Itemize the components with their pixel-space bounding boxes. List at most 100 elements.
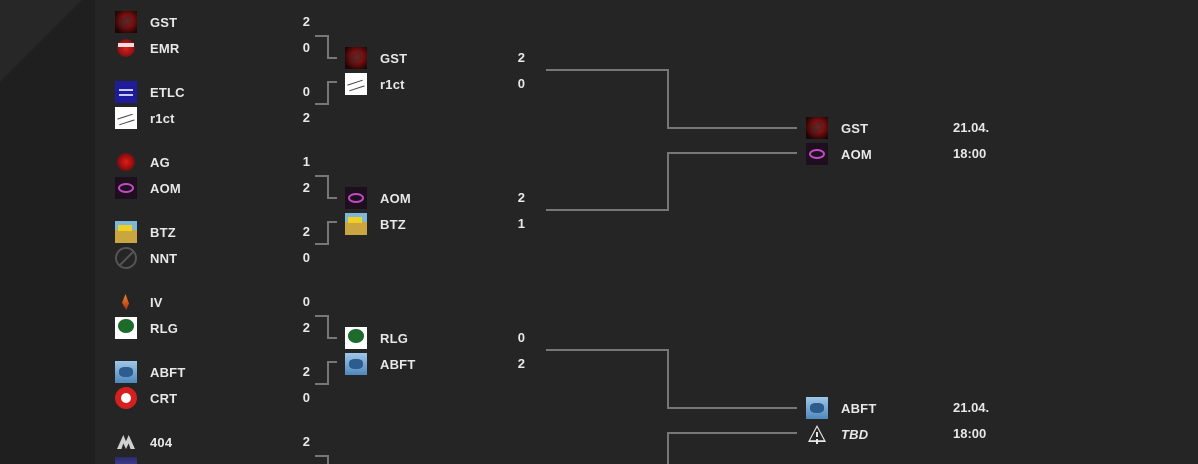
team-code: r1ct	[150, 110, 175, 126]
round1-team-row[interactable]: GST 2	[115, 10, 310, 34]
connector-r1-m1	[315, 35, 337, 59]
team-code: GST	[150, 14, 178, 30]
team-code: ABFT	[841, 400, 877, 416]
emr-logo-icon	[115, 37, 137, 59]
team-score: 2	[302, 180, 310, 195]
aom-logo-icon	[345, 187, 367, 209]
round1-team-row[interactable]: NNT 0	[115, 246, 310, 270]
gst-logo-icon	[345, 47, 367, 69]
team-score: 1	[302, 154, 310, 169]
connector-r1-m7	[315, 455, 329, 464]
team-code: AOM	[380, 190, 411, 206]
team-score: 0	[517, 76, 525, 91]
team-score: 2	[517, 356, 525, 371]
round1-team-row[interactable]: BTZ 2	[115, 220, 310, 244]
team-code: GST	[841, 120, 869, 136]
team-code: RLG	[380, 330, 409, 346]
round2-team-row[interactable]: ABFT 2	[345, 352, 525, 376]
team-code: IV	[150, 294, 163, 310]
404-logo-icon	[115, 431, 137, 453]
connector-r2-bottom	[667, 432, 797, 464]
round1-team-row[interactable]: r1ct 2	[115, 106, 310, 130]
round3-team-row-tbd[interactable]: TBD 18:00	[806, 422, 986, 446]
rlg-logo-icon	[115, 317, 137, 339]
connector-r2-mid	[546, 152, 797, 211]
team-score: 0	[302, 390, 310, 405]
btz-logo-icon	[345, 213, 367, 235]
btz-logo-icon	[115, 221, 137, 243]
abft-logo-icon	[345, 353, 367, 375]
round1-team-row[interactable]: 404 2	[115, 430, 310, 454]
team-code: TBD	[841, 426, 869, 442]
partial-logo-icon	[115, 457, 137, 464]
team-score: 2	[302, 434, 310, 449]
round2-team-row[interactable]: GST 2	[345, 46, 525, 70]
left-side-panel	[0, 0, 95, 464]
match-date: 21.04.	[953, 120, 990, 135]
aom-logo-icon	[806, 143, 828, 165]
abft-logo-icon	[115, 361, 137, 383]
team-code: GST	[380, 50, 408, 66]
round2-team-row[interactable]: BTZ 1	[345, 212, 525, 236]
round1-team-row[interactable]: ABFT 2	[115, 360, 310, 384]
aom-logo-icon	[115, 177, 137, 199]
round2-team-row[interactable]: RLG 0	[345, 326, 525, 350]
rlg-logo-icon	[345, 327, 367, 349]
team-score: 0	[517, 330, 525, 345]
team-code: ABFT	[150, 364, 186, 380]
team-code: BTZ	[150, 224, 176, 240]
round3-team-row[interactable]: ABFT 21.04.	[806, 396, 989, 420]
team-score: 2	[302, 364, 310, 379]
round3-team-row[interactable]: AOM 18:00	[806, 142, 986, 166]
connector-r1-m2	[315, 81, 337, 105]
team-code: RLG	[150, 320, 179, 336]
round1-team-row[interactable]: IV 0	[115, 290, 310, 314]
team-score: 2	[302, 320, 310, 335]
etlc-logo-icon	[115, 81, 137, 103]
team-code: NNT	[150, 250, 178, 266]
round3-team-row[interactable]: GST 21.04.	[806, 116, 989, 140]
round1-team-row[interactable]: CRT 0	[115, 386, 310, 410]
iv-flame-logo-icon	[115, 291, 137, 313]
match-time: 18:00	[953, 146, 987, 161]
team-score: 0	[302, 250, 310, 265]
team-code: CRT	[150, 390, 178, 406]
round1-team-row-partial[interactable]	[115, 456, 150, 464]
team-score: 2	[302, 110, 310, 125]
r1ct-logo-icon	[115, 107, 137, 129]
round2-team-row[interactable]: AOM 2	[345, 186, 525, 210]
team-code: EMR	[150, 40, 180, 56]
r1ct-logo-icon	[345, 73, 367, 95]
gst-logo-icon	[806, 117, 828, 139]
match-date: 21.04.	[953, 400, 990, 415]
team-code: AOM	[150, 180, 181, 196]
team-code: AG	[150, 154, 170, 170]
team-code: AOM	[841, 146, 872, 162]
round2-team-row[interactable]: r1ct 0	[345, 72, 525, 96]
warning-icon	[806, 423, 828, 445]
team-code: ABFT	[380, 356, 416, 372]
match-time: 18:00	[953, 426, 987, 441]
side-panel-decoration	[0, 0, 95, 85]
team-score: 0	[302, 84, 310, 99]
connector-r1-m3	[315, 175, 337, 199]
no-logo-icon	[115, 247, 137, 269]
gst-logo-icon	[115, 11, 137, 33]
team-code: r1ct	[380, 76, 405, 92]
connector-r1-m4	[315, 221, 337, 245]
round1-team-row[interactable]: ETLC 0	[115, 80, 310, 104]
team-code: BTZ	[380, 216, 406, 232]
team-code: ETLC	[150, 84, 185, 100]
connector-r2-top	[546, 69, 797, 129]
connector-r1-m6	[315, 361, 337, 385]
team-score: 1	[517, 216, 525, 231]
team-code: 404	[150, 434, 173, 450]
round1-team-row[interactable]: AG 1	[115, 150, 310, 174]
round1-team-row[interactable]: RLG 2	[115, 316, 310, 340]
team-score: 2	[302, 224, 310, 239]
crt-logo-icon	[115, 387, 137, 409]
team-score: 0	[302, 40, 310, 55]
round1-team-row[interactable]: AOM 2	[115, 176, 310, 200]
round1-team-row[interactable]: EMR 0	[115, 36, 310, 60]
